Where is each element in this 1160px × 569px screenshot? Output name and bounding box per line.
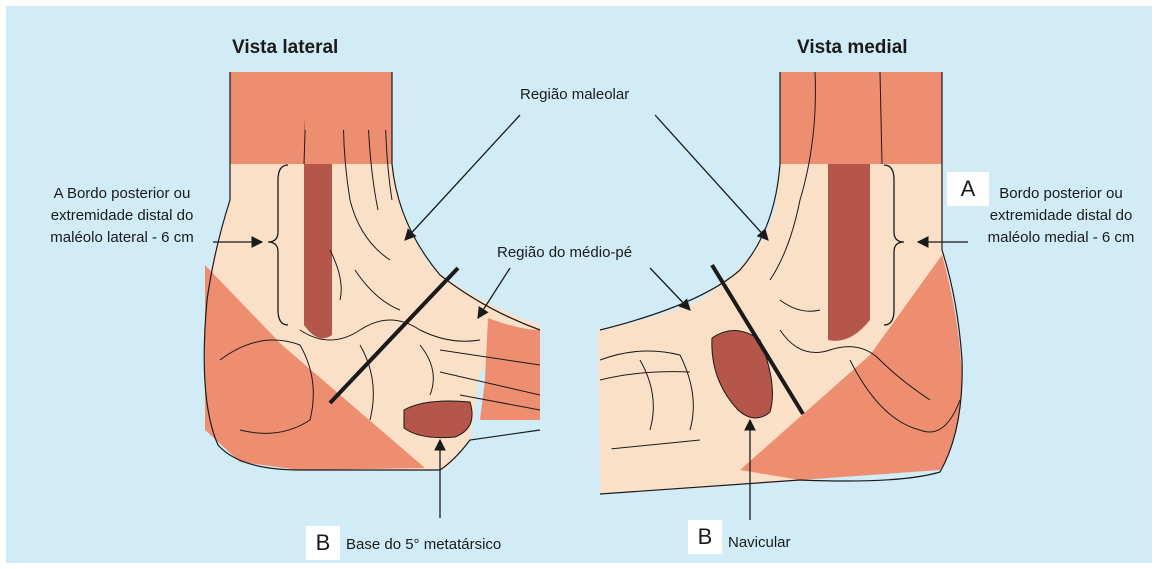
lateral-malleolus-label: A Bordo posterior ou extremidade distal … [26, 183, 218, 248]
fifth-metatarsal-label: Base do 5° metatársico [346, 534, 501, 556]
medial-malleolus-label: Bordo posterior ou extremidade distal do… [968, 183, 1154, 248]
lateral-malleolus-label-line-2: extremidade distal do [26, 205, 218, 227]
medial-foot [598, 72, 962, 494]
lateral-view-title: Vista lateral [232, 34, 338, 62]
lateral-leg-upper [230, 72, 392, 164]
lateral-malleolus-label-line-3: maléolo lateral - 6 cm [26, 227, 218, 249]
lateral-malleolus-bone [304, 164, 332, 338]
fifth-metatarsal-base [404, 401, 472, 438]
lateral-foot [204, 72, 540, 470]
medial-leg-upper [780, 72, 942, 164]
marker-b-medial: B [688, 520, 722, 554]
arrow-maleolar-left [405, 115, 520, 240]
marker-a: A [947, 172, 989, 206]
arrow-maleolar-right [655, 115, 768, 240]
arrow-midfoot-right [650, 268, 690, 310]
medial-malleolus-label-line-3: maléolo medial - 6 cm [968, 227, 1154, 249]
marker-b-lateral: B [306, 526, 340, 560]
navicular-label: Navicular [728, 532, 791, 554]
medial-malleolus-bone [828, 164, 870, 341]
maleolar-region-label: Região maleolar [520, 84, 629, 106]
midfoot-region-label: Região do médio-pé [497, 242, 632, 264]
medial-malleolus-label-line-1: Bordo posterior ou [968, 183, 1154, 205]
lateral-malleolus-label-line-1: A Bordo posterior ou [26, 183, 218, 205]
medial-view-title: Vista medial [797, 34, 908, 62]
medial-malleolus-label-line-2: extremidade distal do [968, 205, 1154, 227]
